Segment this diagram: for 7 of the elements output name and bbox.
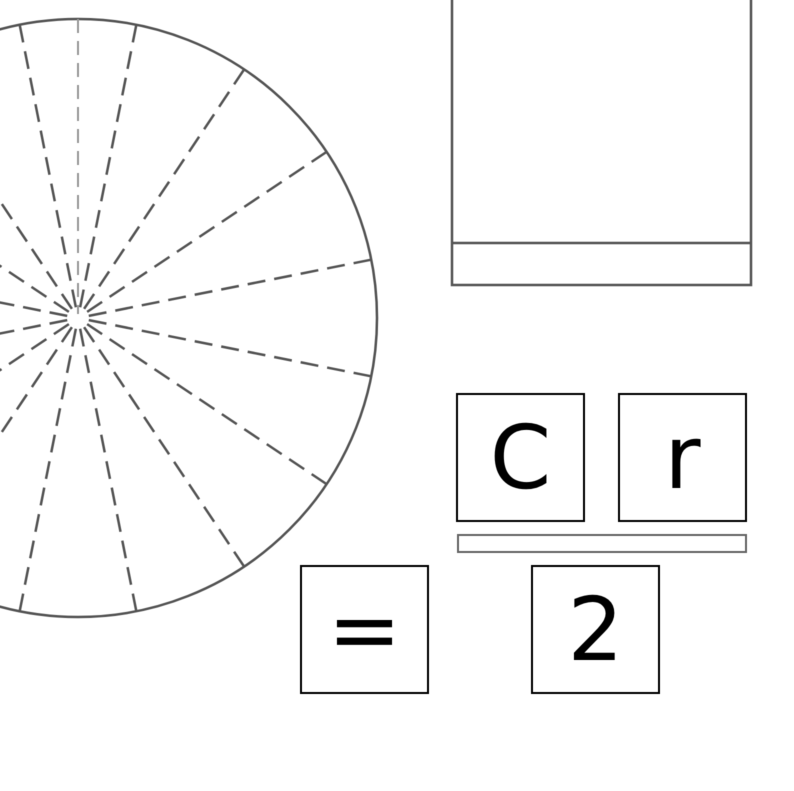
number-tile: 2 [531, 565, 660, 694]
rectangle-drawing [450, 0, 754, 288]
equals-tile: = [300, 565, 429, 694]
fraction-bar [457, 534, 747, 553]
variable-tile: r [618, 393, 747, 522]
sectored-circle-drawing [0, 16, 381, 621]
variable-tile: C [456, 393, 585, 522]
